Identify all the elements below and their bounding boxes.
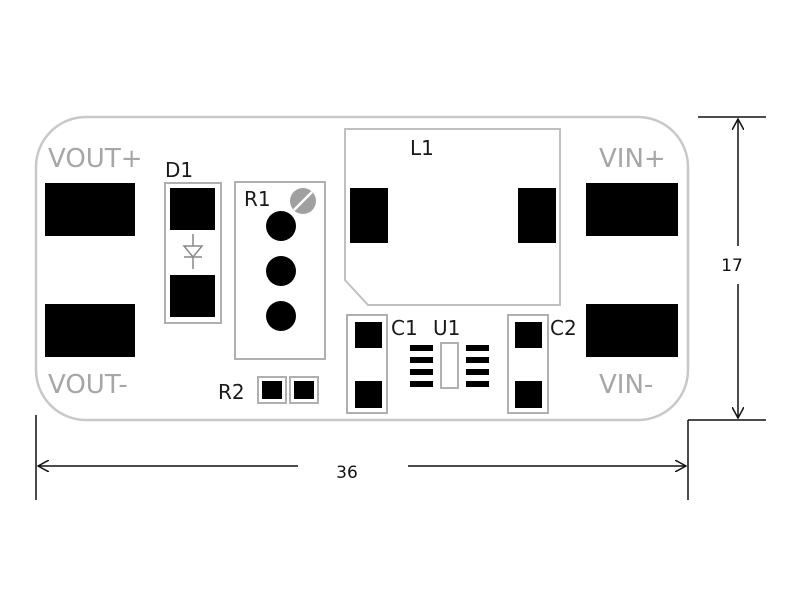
r2-label: R2 (218, 380, 245, 404)
diode-symbol-icon (182, 234, 204, 269)
d1-pad-top (170, 188, 215, 230)
width-dimension: 36 (35, 415, 689, 500)
l1-label: L1 (410, 136, 434, 160)
height-dimension: 17 (688, 116, 766, 421)
r1-label: R1 (244, 187, 271, 211)
r2-resistor: R2 (218, 376, 319, 404)
vout-plus-pad (45, 183, 135, 236)
c2-pad-bottom (515, 381, 542, 408)
c2-label: C2 (550, 316, 577, 340)
vout-minus-pad (45, 304, 135, 357)
c1-pad-top (355, 322, 382, 348)
d1-diode: D1 (164, 158, 222, 324)
u1-ic: U1 (410, 316, 489, 389)
c1-pad-bottom (355, 381, 382, 408)
u1-label: U1 (433, 316, 460, 340)
vout-plus-label: VOUT+ (48, 144, 143, 174)
vin-plus-pad (586, 183, 678, 236)
c2-pad-top (515, 322, 542, 348)
r1-potentiometer: R1 (234, 181, 326, 360)
vin-minus-label: VIN- (599, 370, 653, 400)
trimmer-screw-icon (290, 188, 316, 214)
height-value: 17 (721, 256, 743, 276)
vin-minus-pad (586, 304, 678, 357)
vin-plus-label: VIN+ (599, 144, 666, 174)
l1-inductor: L1 (344, 128, 561, 306)
width-value: 36 (336, 463, 358, 483)
vout-minus-label: VOUT- (48, 370, 128, 400)
c1-capacitor: C1 (346, 314, 418, 414)
r1-pin-1 (266, 211, 296, 241)
d1-pad-bottom (170, 275, 215, 317)
r1-pin-3 (266, 301, 296, 331)
l1-pad-left (350, 188, 388, 243)
l1-pad-right (518, 188, 556, 243)
c1-label: C1 (391, 316, 418, 340)
d1-label: D1 (165, 158, 193, 182)
r1-pin-2 (266, 256, 296, 286)
c2-capacitor: C2 (507, 314, 577, 414)
